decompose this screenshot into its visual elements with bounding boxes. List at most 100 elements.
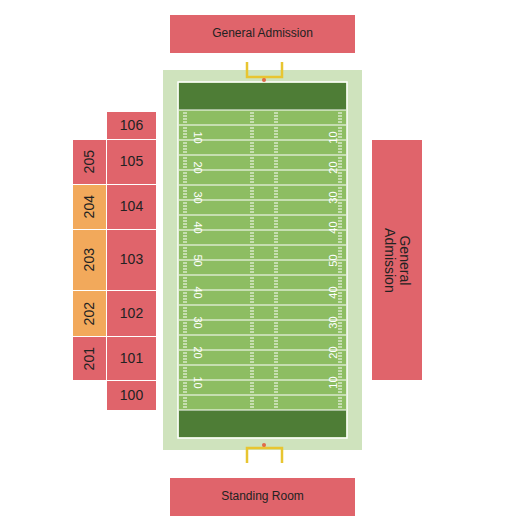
hash-mark xyxy=(338,206,342,207)
hash-mark xyxy=(338,251,342,252)
hash-mark xyxy=(183,278,187,279)
hash-mark xyxy=(183,359,187,360)
hash-mark xyxy=(183,284,187,285)
hash-mark xyxy=(274,332,278,333)
hash-mark xyxy=(183,116,187,117)
yard-number: 50 xyxy=(192,254,203,266)
hash-mark xyxy=(183,206,187,207)
yard-lines xyxy=(179,110,346,410)
hash-mark xyxy=(250,293,254,294)
yard-line xyxy=(179,230,346,231)
hash-mark xyxy=(250,143,254,144)
hash-mark xyxy=(183,371,187,372)
hash-mark xyxy=(274,206,278,207)
hash-mark xyxy=(274,407,278,408)
hash-mark xyxy=(338,347,342,348)
hash-mark xyxy=(183,407,187,408)
hash-mark xyxy=(274,389,278,390)
hash-mark xyxy=(250,146,254,147)
section-label: 201 xyxy=(82,337,97,380)
hash-mark xyxy=(183,389,187,390)
hash-mark xyxy=(338,311,342,312)
hash-mark xyxy=(338,128,342,129)
hash-mark xyxy=(274,254,278,255)
seating-section: 105 xyxy=(107,140,156,184)
hash-mark xyxy=(183,383,187,384)
hash-mark xyxy=(338,182,342,183)
hash-mark xyxy=(250,329,254,330)
hash-mark xyxy=(250,386,254,387)
hash-mark xyxy=(183,209,187,210)
hash-mark xyxy=(274,329,278,330)
yard-number: 30 xyxy=(328,191,339,203)
hash-mark xyxy=(338,167,342,168)
hash-mark xyxy=(183,173,187,174)
seating-section: 100 xyxy=(107,381,156,410)
yard-number: 40 xyxy=(192,221,203,233)
hash-mark xyxy=(250,134,254,135)
hash-mark xyxy=(338,197,342,198)
hash-mark xyxy=(338,323,342,324)
hash-mark xyxy=(183,299,187,300)
hash-mark xyxy=(183,164,187,165)
hash-mark xyxy=(274,227,278,228)
hash-mark xyxy=(274,146,278,147)
hash-mark xyxy=(274,368,278,369)
hash-mark xyxy=(338,392,342,393)
hash-mark xyxy=(338,179,342,180)
seating-section: 201 xyxy=(73,337,106,380)
hash-mark xyxy=(183,287,187,288)
hash-mark xyxy=(274,299,278,300)
hash-mark xyxy=(250,284,254,285)
hash-mark xyxy=(250,263,254,264)
hash-mark xyxy=(250,287,254,288)
hash-mark xyxy=(183,191,187,192)
hash-mark xyxy=(274,308,278,309)
hash-mark xyxy=(183,128,187,129)
hash-mark xyxy=(338,227,342,228)
hash-mark xyxy=(183,281,187,282)
hash-mark xyxy=(338,113,342,114)
hash-mark xyxy=(183,326,187,327)
hash-mark xyxy=(183,317,187,318)
hash-mark xyxy=(250,233,254,234)
hash-mark xyxy=(250,161,254,162)
hash-mark xyxy=(274,317,278,318)
hash-mark xyxy=(274,251,278,252)
hash-mark xyxy=(183,248,187,249)
section-label: 202 xyxy=(82,291,97,336)
hash-mark xyxy=(183,197,187,198)
hash-mark xyxy=(274,131,278,132)
hash-mark xyxy=(274,311,278,312)
hash-mark xyxy=(250,131,254,132)
hash-mark xyxy=(250,224,254,225)
hash-mark xyxy=(183,254,187,255)
hash-mark xyxy=(250,272,254,273)
hash-mark xyxy=(338,302,342,303)
hash-mark xyxy=(274,266,278,267)
yard-line xyxy=(179,200,346,201)
hash-mark xyxy=(183,122,187,123)
hash-mark xyxy=(338,161,342,162)
hash-mark xyxy=(338,224,342,225)
end-zone xyxy=(179,410,346,437)
hash-mark xyxy=(250,392,254,393)
playing-field xyxy=(178,82,347,438)
hash-mark xyxy=(250,308,254,309)
hash-mark xyxy=(274,281,278,282)
hash-mark xyxy=(183,221,187,222)
section-label: 104 xyxy=(116,199,147,214)
hash-mark xyxy=(338,401,342,402)
goalpost xyxy=(247,62,282,463)
hash-mark xyxy=(250,179,254,180)
seating-section: 103 xyxy=(107,230,156,290)
hash-mark xyxy=(183,149,187,150)
hash-mark xyxy=(274,176,278,177)
hash-mark xyxy=(250,326,254,327)
hash-mark xyxy=(338,278,342,279)
hash-mark xyxy=(250,113,254,114)
hash-mark xyxy=(274,197,278,198)
seating-section: 204 xyxy=(73,185,106,229)
hash-mark xyxy=(183,302,187,303)
yard-line xyxy=(179,305,346,306)
